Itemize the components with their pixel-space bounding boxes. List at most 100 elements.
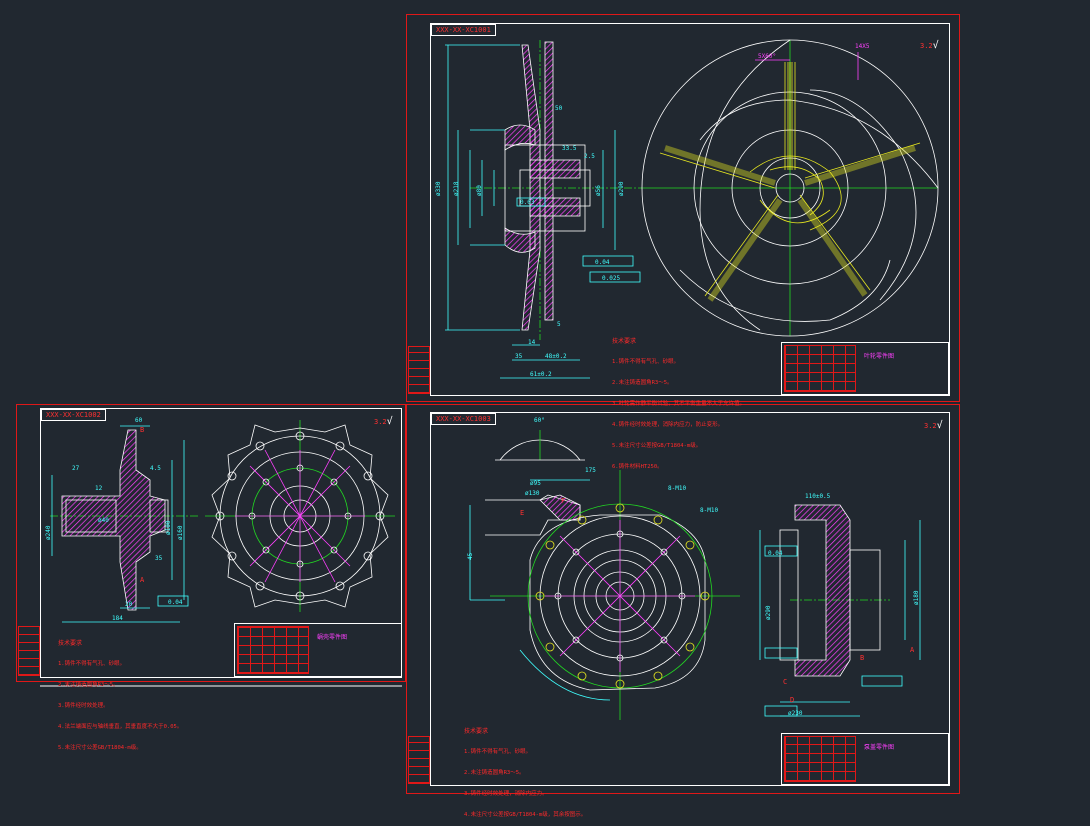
- note-line: 2.未注铸造圆角R3～5。: [464, 770, 525, 776]
- roughness-icon: 3.2: [924, 422, 937, 430]
- dim-text: 20: [125, 601, 133, 608]
- note-line: 4.铸件经时效处理，消除内应力，防止变形。: [612, 422, 724, 428]
- dim-text: ø330: [435, 181, 442, 196]
- impeller-side-table: [408, 346, 430, 394]
- dim-text: ø130: [525, 490, 540, 497]
- dim-text: 2.5: [584, 153, 595, 160]
- datum-label: F: [561, 497, 565, 505]
- dim-text: 14: [528, 339, 536, 346]
- cover-sheet: [406, 404, 960, 794]
- volute-frame: [40, 408, 402, 678]
- plan-label: 5X60°: [758, 53, 776, 60]
- volute-tech-notes: 技术要求 1.铸件不得有气孔、砂眼。 2.未注铸造圆角R3～5。 3.铸件经时效…: [58, 626, 182, 759]
- title-block-part-name: 泵盖零件图: [864, 744, 895, 751]
- note-line: 1.铸件不得有气孔、砂眼。: [58, 661, 126, 667]
- dim-text: 0.04: [168, 599, 183, 606]
- dim-text: 48±0.2: [545, 353, 567, 360]
- datum-label: A: [140, 576, 145, 584]
- cover-side-table: [408, 736, 430, 784]
- cover-frame: [430, 412, 950, 786]
- notes-title: 技术要求: [58, 640, 83, 647]
- volute-sheet: [16, 404, 406, 682]
- title-block-part-name: 叶轮零件图: [864, 353, 895, 360]
- dim-text: 184: [112, 615, 123, 622]
- note-line: 3.铸件经时效处理，消除内应力。: [464, 791, 548, 797]
- dim-text: 8-M10: [700, 507, 718, 514]
- volute-dimension-texts: 60 27 12 184 ø240 ø160 ø100 ø40 20 4.5 3…: [45, 417, 184, 622]
- note-line: 1.铸件不得有气孔、砂眼。: [464, 749, 532, 755]
- note-line: 5.未注尺寸公差GB/T1804-m级。: [58, 745, 142, 751]
- dim-text: ø180: [913, 590, 920, 605]
- dim-text: ø218: [453, 181, 460, 196]
- note-line: 3.叶轮需作静平衡试验，其不平衡重量不大于允许值。: [612, 401, 746, 407]
- title-block-grid: [784, 736, 856, 782]
- dim-text: 4.5: [150, 465, 161, 472]
- notes-title: 技术要求: [464, 728, 489, 735]
- volute-side-table: [18, 626, 40, 676]
- dim-text: ø290: [618, 181, 625, 196]
- dim-text: 35: [155, 555, 163, 562]
- dim-text: 110±0.5: [805, 493, 831, 500]
- impeller-drawing-number: XXX-XX-XC1001: [431, 24, 496, 36]
- dim-text: 8-M10: [668, 485, 686, 492]
- note-line: 4.未注尺寸公差按GB/T1804-m级，其余按图示。: [464, 812, 587, 818]
- impeller-plan-view: [640, 39, 939, 337]
- dim-text: ø80: [476, 185, 483, 196]
- impeller-roughness-symbol: 3.2√: [920, 40, 939, 51]
- note-line: 1.铸件不得有气孔、砂眼。: [612, 359, 680, 365]
- cover-dimension-texts: 60° 175 45 ø95 ø130 8-M10 8-M10 0.04 110…: [467, 417, 920, 717]
- dim-text: 27: [72, 465, 80, 472]
- title-block-part-name: 蜗壳零件图: [317, 634, 348, 641]
- cover-detail-view: [469, 430, 590, 601]
- note-line: 5.未注尺寸公差按GB/T1804-m级。: [612, 443, 702, 449]
- datum-label: C: [783, 678, 787, 686]
- impeller-tech-notes: 技术要求 1.铸件不得有气孔、砂眼。 2.未注铸造圆角R3～5。 3.叶轮需作静…: [612, 324, 745, 478]
- note-line: 2.未注铸造圆角R3～5。: [612, 380, 673, 386]
- note-line: 3.铸件经时效处理。: [58, 703, 109, 709]
- dim-text: 0.03: [520, 199, 535, 206]
- impeller-dimension-texts: 50 33.5 2.5 0.03 0.04 0.025 48±0.2 61±0.…: [435, 105, 625, 378]
- impeller-title-block: 叶轮零件图: [781, 342, 949, 395]
- dim-text: ø230: [788, 710, 803, 717]
- dim-text: ø240: [45, 525, 52, 540]
- dim-text: 60: [135, 417, 143, 424]
- impeller-plan-labels: 5X60° 14X5: [758, 43, 870, 60]
- dim-text: 50: [555, 105, 563, 112]
- dim-text: 61±0.2: [530, 371, 552, 378]
- dim-text: ø95: [530, 480, 541, 487]
- dim-text: ø40: [98, 517, 109, 524]
- datum-label: E: [520, 509, 524, 517]
- note-line: 6.铸件材料HT250。: [612, 464, 663, 470]
- datum-label: D: [790, 696, 794, 704]
- datum-label: B: [140, 426, 144, 434]
- dim-text: ø56: [595, 185, 602, 196]
- cover-drawing-number: XXX-XX-XC1003: [431, 413, 496, 425]
- impeller-frame: [430, 23, 950, 396]
- impeller-sheet: [406, 14, 960, 402]
- title-block-grid: [784, 345, 856, 392]
- cover-section-view: [759, 504, 921, 717]
- cover-title-block: 泵盖零件图: [781, 733, 949, 785]
- dim-text: 0.04: [768, 550, 783, 557]
- note-line: 4.法兰端面应与轴线垂直，其垂直度不大于0.05。: [58, 724, 183, 730]
- dim-text: ø160: [177, 525, 184, 540]
- roughness-icon: 3.2: [920, 42, 933, 50]
- dim-text: 12: [95, 485, 103, 492]
- dim-text: 33.5: [562, 145, 577, 152]
- volute-section-view: [50, 425, 200, 623]
- dim-text: 45: [467, 552, 474, 560]
- cover-front-view: [490, 470, 740, 720]
- dim-text: 35: [515, 353, 523, 360]
- dim-text: 0.04: [595, 259, 610, 266]
- dim-text: 5: [557, 321, 561, 328]
- drawing-canvas: 50 33.5 2.5 0.03 0.04 0.025 48±0.2 61±0.…: [40, 39, 939, 720]
- dim-text: 60°: [534, 417, 545, 424]
- dim-text: ø290: [765, 605, 772, 620]
- datum-label: A: [910, 646, 915, 654]
- plan-label: 14X5: [855, 43, 870, 50]
- datum-label: B: [860, 654, 864, 662]
- volute-roughness-symbol: 3.2√: [374, 416, 393, 427]
- volute-plan-view: [205, 420, 395, 612]
- dim-text: ø100: [165, 520, 172, 535]
- dim-text: 175: [585, 467, 596, 474]
